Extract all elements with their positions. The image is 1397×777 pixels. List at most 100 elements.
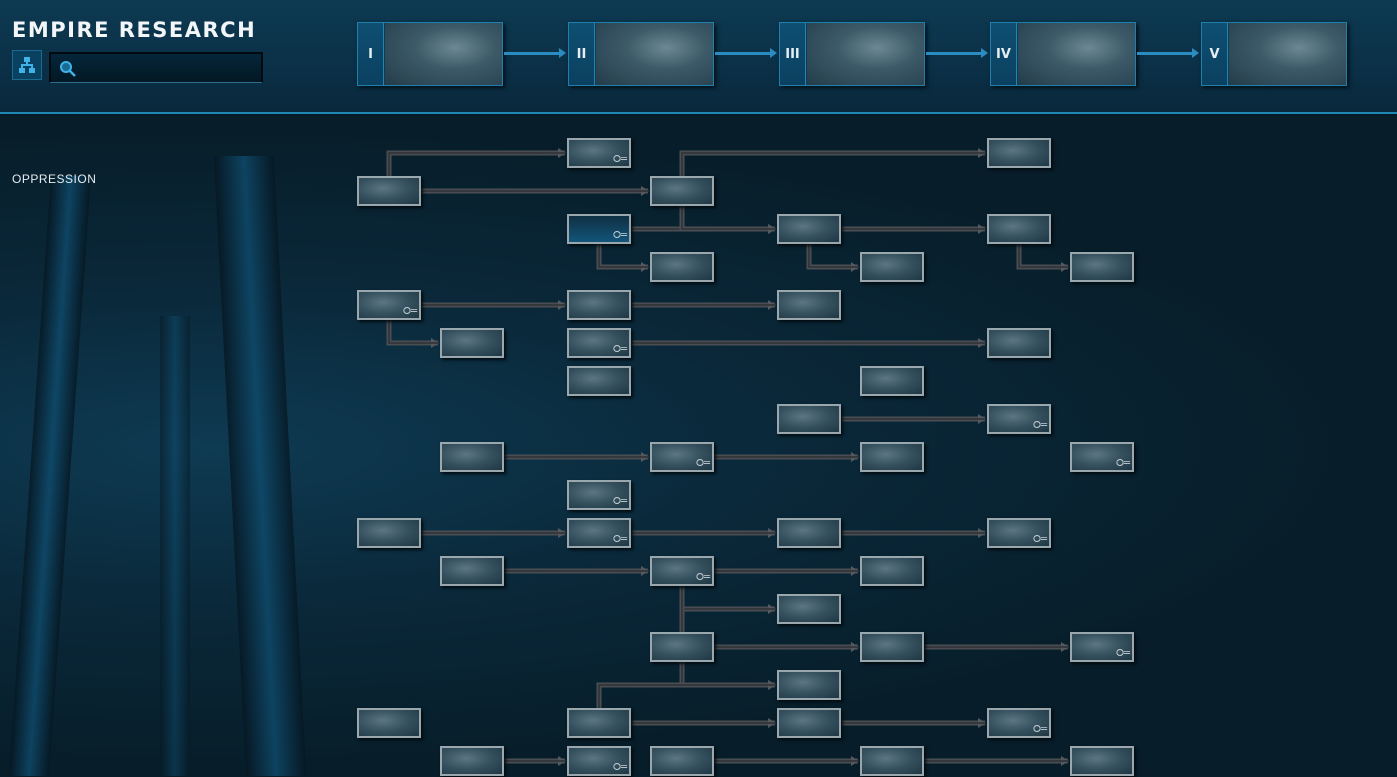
tier-label: IV xyxy=(991,23,1017,85)
connection-arrow xyxy=(388,320,438,344)
connection-arrow xyxy=(598,244,648,268)
connection-arrow xyxy=(679,586,776,614)
research-tree: OPPRESSION ⭘═ ⭘═ ⭘═ ⭘═ ⭘═ ⭘═ ⭘═ ⭘═ ⭘═ ⭘═ ⭘═ ⭘═ ⭘═ ⭘═ xyxy=(0,116,1397,777)
tier-image xyxy=(1018,23,1135,85)
connection-arrow xyxy=(386,148,566,176)
research-node[interactable]: ⭘═ xyxy=(567,328,631,358)
key-icon: ⭘═ xyxy=(612,230,627,241)
tier-label: I xyxy=(358,23,384,85)
research-node[interactable] xyxy=(440,442,504,472)
tier-5-card[interactable]: V xyxy=(1201,22,1347,86)
research-node[interactable] xyxy=(777,518,841,548)
research-node[interactable] xyxy=(1070,252,1134,282)
tier-image xyxy=(1229,23,1346,85)
research-node[interactable]: ⭘═ xyxy=(1070,632,1134,662)
research-node[interactable] xyxy=(567,708,631,738)
connection-arrow xyxy=(679,148,986,176)
research-node[interactable] xyxy=(987,138,1051,168)
connection-arrow xyxy=(681,586,775,610)
research-node[interactable]: ⭘═ xyxy=(987,708,1051,738)
connection-arrow xyxy=(388,152,565,176)
research-node[interactable]: ⭘═ xyxy=(650,442,714,472)
research-node[interactable] xyxy=(650,632,714,662)
research-node[interactable] xyxy=(777,708,841,738)
research-node[interactable] xyxy=(860,366,924,396)
research-node[interactable] xyxy=(650,746,714,776)
connection-arrow xyxy=(1016,244,1069,272)
page-title: EMPIRE RESEARCH xyxy=(12,18,257,42)
connection-arrow xyxy=(808,244,858,268)
connection-arrow xyxy=(1018,244,1068,268)
research-node[interactable] xyxy=(777,670,841,700)
tier-arrow xyxy=(1137,48,1199,58)
connection-arrow xyxy=(596,244,649,272)
key-icon: ⭘═ xyxy=(402,306,417,317)
tier-1-card[interactable]: I xyxy=(357,22,503,86)
connection-arrow xyxy=(598,684,775,708)
key-icon: ⭘═ xyxy=(612,534,627,545)
connection-arrow xyxy=(681,152,985,176)
research-node[interactable] xyxy=(567,290,631,320)
tier-label: V xyxy=(1202,23,1228,85)
research-node[interactable]: ⭘═ xyxy=(567,480,631,510)
research-node[interactable] xyxy=(650,252,714,282)
tech-tree-button[interactable] xyxy=(12,50,42,80)
tier-4-card[interactable]: IV xyxy=(990,22,1136,86)
research-node[interactable]: ⭘═ xyxy=(567,138,631,168)
research-node[interactable] xyxy=(860,632,924,662)
research-node[interactable] xyxy=(650,176,714,206)
research-node[interactable] xyxy=(567,366,631,396)
research-node[interactable] xyxy=(777,290,841,320)
research-node[interactable]: ⭘═ xyxy=(650,556,714,586)
research-node[interactable] xyxy=(357,708,421,738)
tier-arrow xyxy=(926,48,988,58)
research-node[interactable]: ⭘═ xyxy=(567,746,631,776)
key-icon: ⭘═ xyxy=(612,496,627,507)
category-label: OPPRESSION xyxy=(12,172,97,186)
tier-image xyxy=(807,23,924,85)
research-node[interactable] xyxy=(1070,746,1134,776)
research-node[interactable]: ⭘═ xyxy=(567,214,631,244)
connection-arrow xyxy=(596,680,776,708)
connection-arrow xyxy=(386,320,439,348)
connection-arrow xyxy=(806,244,859,272)
tier-label: II xyxy=(569,23,595,85)
research-node[interactable]: ⭘═ xyxy=(1070,442,1134,472)
research-node[interactable] xyxy=(987,328,1051,358)
search-icon xyxy=(60,61,76,77)
research-node[interactable]: ⭘═ xyxy=(357,290,421,320)
research-node[interactable] xyxy=(777,594,841,624)
research-node[interactable] xyxy=(357,518,421,548)
key-icon: ⭘═ xyxy=(695,572,710,583)
tier-arrow xyxy=(504,48,566,58)
research-node[interactable] xyxy=(860,556,924,586)
research-node[interactable]: ⭘═ xyxy=(567,518,631,548)
tech-tree-icon xyxy=(19,57,35,73)
connection-arrow xyxy=(679,206,776,234)
connection-arrow xyxy=(679,662,776,690)
research-node[interactable] xyxy=(860,442,924,472)
key-icon: ⭘═ xyxy=(1032,534,1047,545)
research-node[interactable] xyxy=(440,328,504,358)
key-icon: ⭘═ xyxy=(612,762,627,773)
research-node[interactable] xyxy=(987,214,1051,244)
key-icon: ⭘═ xyxy=(1115,458,1130,469)
research-node[interactable]: ⭘═ xyxy=(987,404,1051,434)
research-node[interactable] xyxy=(860,746,924,776)
tier-2-card[interactable]: II xyxy=(568,22,714,86)
research-node[interactable] xyxy=(440,746,504,776)
tier-3-card[interactable]: III xyxy=(779,22,925,86)
research-node[interactable] xyxy=(440,556,504,586)
search-field[interactable] xyxy=(49,52,263,83)
research-node[interactable]: ⭘═ xyxy=(987,518,1051,548)
search-input[interactable] xyxy=(79,56,259,80)
key-icon: ⭘═ xyxy=(612,154,627,165)
research-node[interactable] xyxy=(777,214,841,244)
connection-arrow xyxy=(681,662,775,686)
connection-arrow xyxy=(681,206,775,230)
tier-arrow xyxy=(715,48,777,58)
research-node[interactable] xyxy=(860,252,924,282)
research-node[interactable] xyxy=(777,404,841,434)
research-node[interactable] xyxy=(357,176,421,206)
